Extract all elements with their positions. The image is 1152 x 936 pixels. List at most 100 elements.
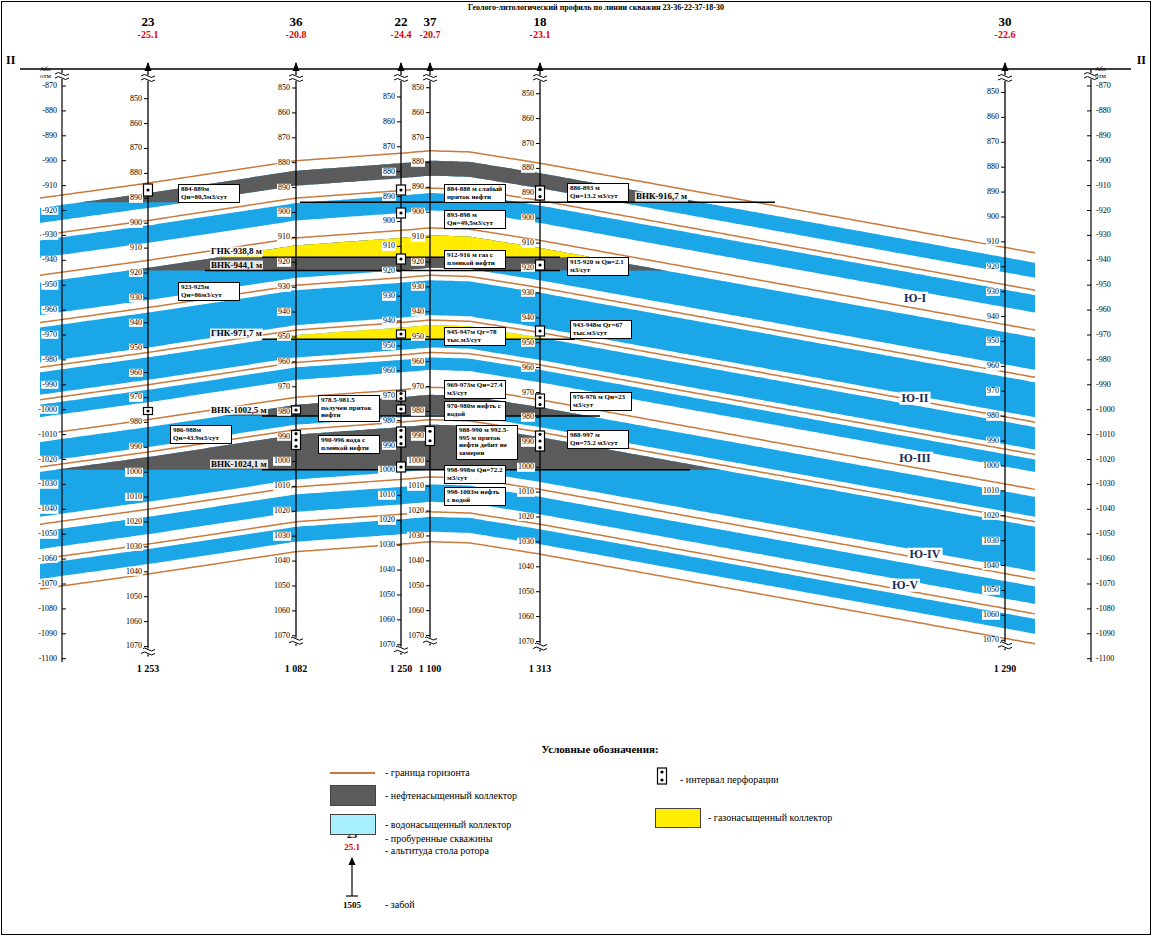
depth-tick: 870: [382, 143, 396, 151]
elevation-tick: -1030: [37, 480, 58, 488]
elevation-tick: -1040: [1095, 505, 1116, 513]
depth-tick: 1070: [517, 637, 535, 645]
perforation-interval: [397, 462, 406, 472]
depth-tick: 990: [521, 438, 535, 446]
depth-tick: 1030: [273, 532, 291, 540]
depth-tick: 910: [986, 238, 1000, 246]
break-mark: [998, 642, 1012, 645]
depth-tick: 1050: [517, 588, 535, 596]
elevation-tick: -1080: [37, 605, 58, 613]
depth-tick: 920: [129, 269, 143, 277]
depth-tick: 1010: [407, 482, 425, 490]
depth-tick: 960: [129, 368, 143, 376]
break-mark: [998, 75, 1012, 78]
perforation-interval: [658, 768, 667, 784]
callout-text: 988-997 м Qн=75.2 м3/сут: [570, 432, 626, 447]
legend-text: - альтитуда стола ротора: [385, 846, 489, 857]
test-callout: 986-988м Qн=43.9м3/сут: [170, 425, 232, 444]
depth-tick: 1060: [273, 607, 291, 615]
depth-tick: 1010: [982, 487, 1000, 495]
well-number: 37: [424, 15, 437, 29]
elevation-tick: -1030: [1095, 480, 1116, 488]
horizon-boundary: [40, 275, 1035, 377]
depth-tick: 950: [521, 339, 535, 347]
depth-tick: 950: [382, 342, 396, 350]
callout-text: 970-980м нефть с водой: [447, 403, 503, 418]
depth-tick: 1040: [273, 557, 291, 565]
depth-tick: 1010: [378, 491, 396, 499]
perforation-interval: [397, 208, 406, 218]
depth-tick: 1050: [378, 591, 396, 599]
contact-label: ВНК-916,7 м: [635, 192, 688, 201]
horizon-boundary: [40, 188, 1035, 290]
depth-tick: 880: [521, 164, 535, 172]
depth-tick: 920: [521, 264, 535, 272]
perforation-interval: [397, 427, 406, 447]
perforation-interval: [397, 405, 406, 413]
test-callout: 893-898 м Qн=49,5м3/сут: [444, 210, 506, 229]
perforation-interval: [426, 427, 435, 446]
depth-tick: 860: [382, 118, 396, 126]
horizon-name: Ю-II: [900, 392, 931, 405]
horizon-boundary: [40, 320, 1035, 422]
rotor-altitude: -23.1: [530, 30, 551, 41]
oil-bed: [40, 161, 1035, 203]
depth-tick: 940: [521, 314, 535, 322]
well-trace: [1004, 63, 1005, 650]
depth-tick: 870: [277, 134, 291, 142]
break-mark: [141, 648, 155, 651]
depth-tick: 880: [411, 158, 425, 166]
elevation-tick: -890: [1095, 132, 1112, 140]
depth-tick: 990: [277, 432, 291, 440]
elevation-tick: -1040: [37, 505, 58, 513]
callout-text: 893-898 м Qн=49,5м3/сут: [447, 212, 503, 227]
horizon-boundary: [40, 228, 1035, 330]
callout-text: 923-925м Qн=86м3/сут: [181, 284, 237, 299]
fluid-contact: [300, 202, 775, 204]
depth-tick: 890: [411, 183, 425, 191]
depth-tick: 1040: [378, 566, 396, 574]
test-callout: 912-916 м газ с пленкой нефти: [444, 250, 506, 269]
elevation-tick: -1080: [1095, 605, 1116, 613]
depth-tick: 940: [129, 319, 143, 327]
depth-tick: 980: [411, 407, 425, 415]
callout-text: 912-916 м газ с пленкой нефти: [447, 252, 503, 267]
depth-tick: 1000: [273, 457, 291, 465]
depth-tick: 1060: [517, 612, 535, 620]
test-callout: 976-976 м Qн=23 м3/сут: [570, 392, 632, 411]
depth-tick: 900: [382, 217, 396, 225]
depth-tick: 1060: [125, 617, 143, 625]
elevation-tick: -900: [1095, 156, 1112, 164]
test-callout: 970-980м нефть с водой: [444, 401, 506, 420]
callout-text: 945-947м Qг=78 тыс.м3/сут: [447, 329, 503, 344]
depth-tick: 910: [277, 233, 291, 241]
elevation-tick: -950: [41, 281, 58, 289]
reservoir-bands: [40, 161, 1035, 634]
depth-tick: 950: [277, 333, 291, 341]
perforation-interval: [144, 408, 153, 415]
elevation-tick: -1010: [37, 430, 58, 438]
horizon-lines: [40, 151, 1035, 644]
elevation-tick: -960: [1095, 306, 1112, 314]
depth-tick: 860: [521, 114, 535, 122]
elevation-tick: -1090: [1095, 630, 1116, 638]
elevation-tick: -1100: [1095, 654, 1115, 662]
depth-tick: 970: [521, 388, 535, 396]
depth-tick: 950: [411, 333, 425, 341]
well-arrow: [398, 62, 405, 71]
elevation-tick: -870: [41, 82, 58, 90]
profile-mark: II: [6, 54, 15, 67]
perforation-interval: [536, 186, 545, 200]
well-bottom: 1 082: [285, 664, 308, 675]
elevation-tick: -910: [1095, 181, 1112, 189]
well-number: 23: [142, 15, 155, 29]
depth-tick: 890: [129, 194, 143, 202]
depth-tick: 1020: [378, 516, 396, 524]
test-callout: 945-947м Qг=78 тыс.м3/сут: [444, 327, 506, 346]
depth-tick: 960: [382, 367, 396, 375]
gas-bed: [40, 325, 1035, 339]
depth-tick: 920: [382, 267, 396, 275]
well-bottom: 1 313: [529, 664, 552, 675]
depth-tick: 950: [129, 343, 143, 351]
legend-text: - граница горизонта: [385, 768, 470, 779]
